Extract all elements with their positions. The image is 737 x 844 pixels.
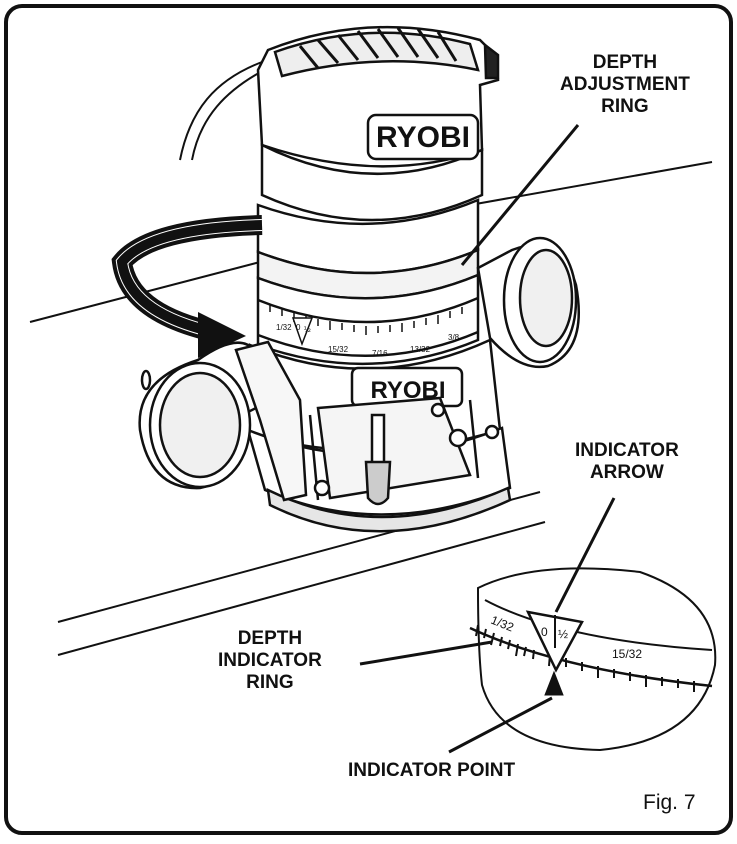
- callout-line: INDICATOR: [218, 650, 322, 671]
- power-cord: [179, 61, 269, 161]
- callout-line: ARROW: [589, 462, 664, 483]
- router-scale-0: 0: [296, 323, 301, 332]
- callout-line: DEPTH: [237, 628, 303, 649]
- zoom-scale-half: ½: [558, 627, 568, 641]
- router-base: [243, 338, 512, 533]
- brand-logo-top: RYOBI: [376, 121, 470, 154]
- indicator-arrow-label: INDICATOR ARROW: [575, 440, 679, 484]
- indicator-point-label: INDICATOR POINT: [348, 760, 516, 781]
- brand-logo-base: RYOBI: [370, 377, 445, 404]
- depth-indicator-ring-label: DEPTH INDICATOR RING: [218, 628, 322, 694]
- left-handle: [138, 340, 308, 502]
- zoom-scale-0: 0: [541, 625, 548, 639]
- callout-line: DEPTH: [592, 52, 658, 73]
- router-scale-13-32: 13/32: [410, 345, 431, 354]
- callout-line: RING: [601, 96, 649, 117]
- router-body: [256, 198, 480, 365]
- callout-line: INDICATOR: [575, 440, 679, 461]
- callout-line: RING: [246, 672, 294, 693]
- leader-lines: [359, 124, 616, 754]
- figure-number: Fig. 7: [643, 791, 696, 814]
- callout-line: ADJUSTMENT: [560, 74, 690, 95]
- right-handle: [476, 236, 580, 369]
- router-scale-3-8: 3/8: [448, 333, 460, 342]
- router-scale-1-32: 1/32: [276, 323, 292, 332]
- router-scale-7-16: 7/16: [372, 349, 388, 358]
- router-scale-half: ½: [304, 325, 311, 334]
- rotation-arrow: [111, 215, 263, 358]
- router-scale-15-32: 15/32: [328, 345, 349, 354]
- depth-adjustment-ring-label: DEPTH ADJUSTMENT RING: [560, 52, 690, 118]
- motor-housing: [256, 25, 500, 222]
- zoom-scale-15-32: 15/32: [612, 647, 642, 661]
